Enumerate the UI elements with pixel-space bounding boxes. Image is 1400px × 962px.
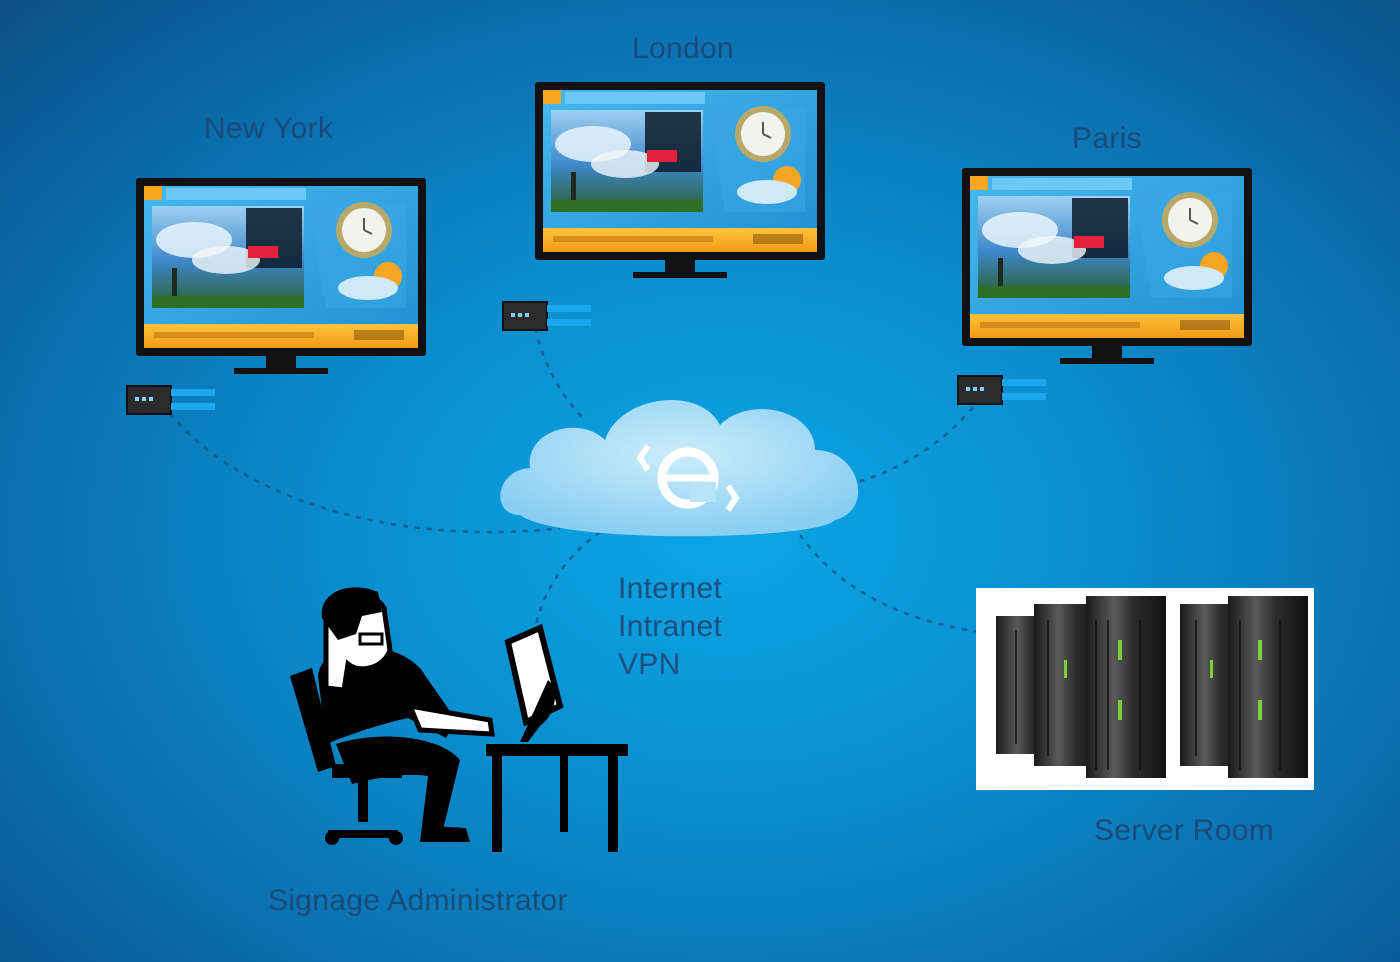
person-at-computer-icon bbox=[290, 587, 628, 852]
media-player-paris bbox=[957, 375, 1047, 405]
label-paris: Paris bbox=[1072, 122, 1142, 155]
label-intranet: Intranet bbox=[618, 610, 723, 643]
monitor-new-york bbox=[135, 177, 427, 375]
server-rack-icon bbox=[976, 588, 1314, 790]
label-new-york: New York bbox=[204, 112, 334, 145]
media-player-new-york bbox=[126, 385, 216, 415]
label-london: London bbox=[632, 32, 734, 65]
media-player-london bbox=[502, 301, 592, 331]
cloud-e-icon bbox=[500, 399, 859, 537]
network-types: Internet Intranet VPN bbox=[618, 570, 722, 684]
monitor-paris bbox=[961, 167, 1253, 365]
label-internet: Internet bbox=[618, 572, 723, 605]
label-server-room: Server Room bbox=[1094, 814, 1275, 847]
label-vpn: VPN bbox=[618, 648, 681, 681]
monitor-london bbox=[534, 81, 826, 279]
label-signage-administrator: Signage Administrator bbox=[268, 884, 568, 917]
connection-lines bbox=[169, 327, 982, 634]
